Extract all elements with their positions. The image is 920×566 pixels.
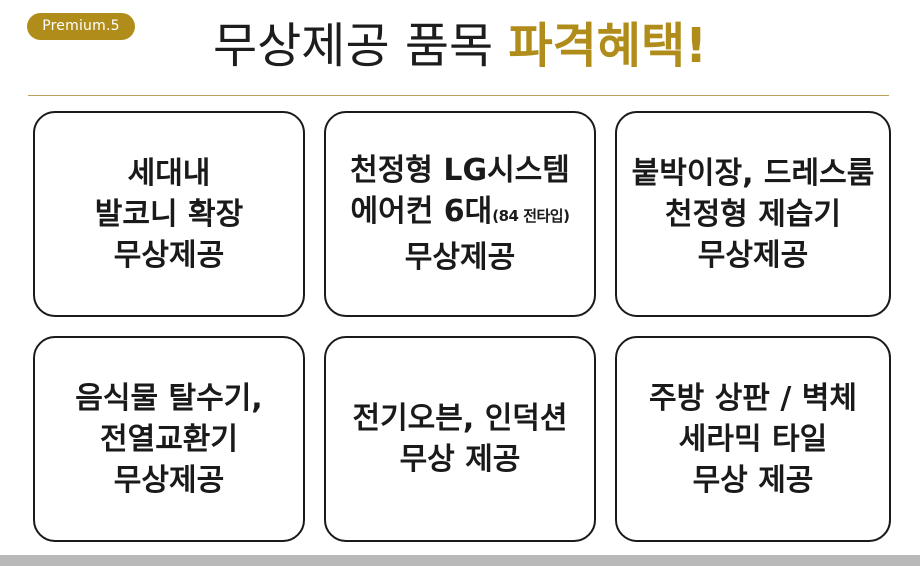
benefit-card-ceramic: 주방 상판 / 벽체 세라믹 타일 무상 제공 xyxy=(615,336,891,542)
title-highlight: 파격혜택! xyxy=(508,18,707,74)
benefit-card-aircon: 천정형 LG시스템 에어컨 6대(84 전타입) 무상제공 xyxy=(324,111,596,317)
benefit-card-closet: 붙박이장, 드레스룸 천정형 제습기 무상제공 xyxy=(615,111,891,317)
premium-badge: Premium.5 xyxy=(27,13,135,40)
benefit-card-balcony: 세대내 발코니 확장 무상제공 xyxy=(33,111,305,317)
card-line: 무상 제공 xyxy=(399,442,521,477)
benefit-card-food-dryer: 음식물 탈수기, 전열교환기 무상제공 xyxy=(33,336,305,542)
card-line: 무상제공 xyxy=(697,237,809,273)
card-line: 전기오븐, 인덕션 xyxy=(352,401,568,436)
card-line: 붙박이장, 드레스룸 xyxy=(631,155,875,191)
card-line: 세대내 xyxy=(127,155,211,191)
card-line: 무상제공 xyxy=(113,462,225,498)
card-line: 무상제공 xyxy=(404,240,516,275)
title-divider xyxy=(28,95,889,96)
benefit-card-oven: 전기오븐, 인덕션 무상 제공 xyxy=(324,336,596,542)
card-line: 발코니 확장 xyxy=(94,196,244,232)
card-line: 무상제공 xyxy=(113,237,225,273)
card-line-text: 에어컨 6대 xyxy=(350,194,493,229)
page-title: 무상제공 품목 파격혜택! xyxy=(0,10,920,82)
card-line: 세라믹 타일 xyxy=(678,421,828,457)
title-main: 무상제공 품목 xyxy=(212,18,509,74)
card-line: 천정형 제습기 xyxy=(664,196,842,232)
card-line: 무상 제공 xyxy=(692,462,814,498)
card-line: 전열교환기 xyxy=(100,421,238,457)
card-line: 음식물 탈수기, xyxy=(75,380,263,416)
card-line: 주방 상판 / 벽체 xyxy=(649,380,857,416)
bottom-bar xyxy=(0,555,920,566)
benefit-grid: 세대내 발코니 확장 무상제공 천정형 LG시스템 에어컨 6대(84 전타입)… xyxy=(33,111,891,543)
card-line: 천정형 LG시스템 xyxy=(350,153,570,188)
card-line: 에어컨 6대(84 전타입) xyxy=(351,191,570,237)
card-note: (84 전타입) xyxy=(492,207,570,225)
